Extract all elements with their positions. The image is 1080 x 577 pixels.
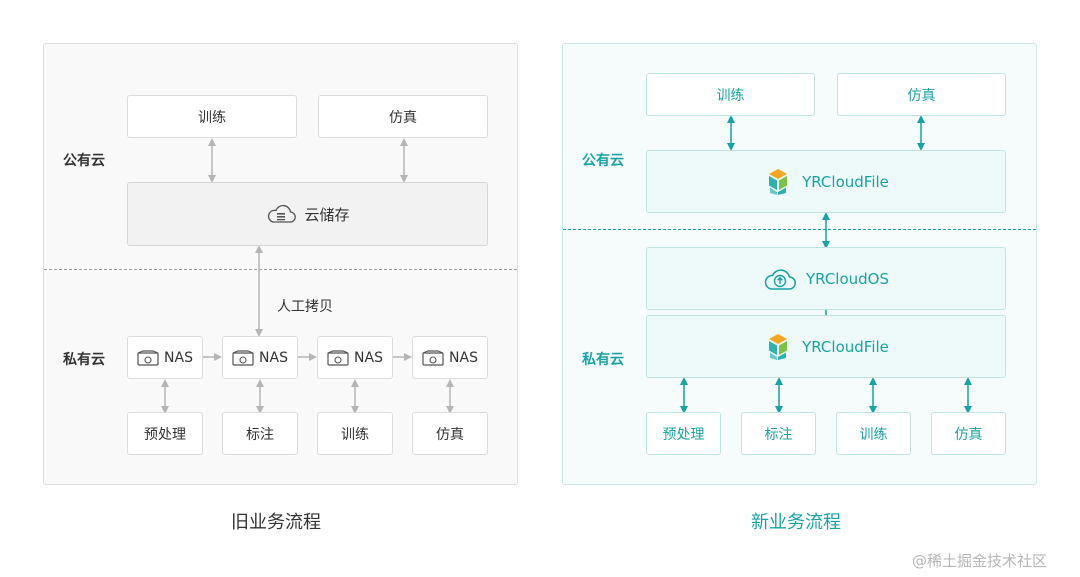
old-nas-box-1: NAS bbox=[127, 336, 203, 379]
old-manual-copy-label: 人工拷贝 bbox=[277, 299, 333, 315]
new-cloudfile-private-label: YRCloudFile bbox=[802, 337, 889, 356]
yrcloudfile-logo-icon bbox=[763, 167, 793, 197]
new-cloudos-label: YRCloudOS bbox=[805, 269, 889, 288]
old-train-label: 训练 bbox=[198, 109, 226, 126]
new-sim-label: 仿真 bbox=[907, 87, 936, 104]
old-train-box: 训练 bbox=[127, 95, 297, 138]
new-cloudos-box: YRCloudOS bbox=[646, 247, 1006, 310]
yrcloudfile-logo-icon bbox=[763, 332, 793, 362]
new-sim-box: 仿真 bbox=[837, 73, 1006, 116]
new-cloudfile-public-box: YRCloudFile bbox=[646, 150, 1006, 213]
old-cloud-divider bbox=[44, 269, 517, 270]
new-task-box-4: 仿真 bbox=[931, 412, 1006, 455]
old-nas-label-4: NAS bbox=[449, 349, 478, 366]
old-sim-label: 仿真 bbox=[389, 109, 417, 126]
old-flow-caption: 旧业务流程 bbox=[231, 512, 321, 533]
old-nas-label-2: NAS bbox=[259, 349, 288, 366]
new-task-label-4: 仿真 bbox=[954, 426, 983, 443]
old-task-box-2: 标注 bbox=[222, 412, 298, 455]
old-task-label-1: 预处理 bbox=[144, 426, 186, 443]
old-task-label-4: 仿真 bbox=[436, 426, 464, 443]
new-flow-caption: 新业务流程 bbox=[751, 512, 841, 533]
nas-icon bbox=[327, 349, 349, 366]
new-task-box-1: 预处理 bbox=[646, 412, 721, 455]
new-cloudfile-public-label: YRCloudFile bbox=[802, 172, 889, 191]
old-nas-label-1: NAS bbox=[164, 349, 193, 366]
old-nas-label-3: NAS bbox=[354, 349, 383, 366]
old-task-label-2: 标注 bbox=[246, 426, 274, 443]
nas-icon bbox=[137, 349, 159, 366]
new-cloud-divider bbox=[563, 229, 1036, 230]
new-cloudfile-private-box: YRCloudFile bbox=[646, 315, 1006, 378]
nas-icon bbox=[422, 349, 444, 366]
new-train-box: 训练 bbox=[646, 73, 815, 116]
nas-icon bbox=[232, 349, 254, 366]
new-task-label-2: 标注 bbox=[764, 426, 793, 443]
old-public-cloud-label: 公有云 bbox=[63, 153, 105, 169]
old-cloud-storage-box: 云储存 bbox=[127, 182, 488, 246]
new-task-box-2: 标注 bbox=[741, 412, 816, 455]
old-nas-box-2: NAS bbox=[222, 336, 298, 379]
old-cloud-storage-label: 云储存 bbox=[304, 205, 350, 224]
old-task-box-3: 训练 bbox=[317, 412, 393, 455]
cloud-storage-icon bbox=[265, 203, 297, 225]
old-task-box-4: 仿真 bbox=[412, 412, 488, 455]
old-sim-box: 仿真 bbox=[318, 95, 488, 138]
new-public-cloud-label: 公有云 bbox=[582, 153, 624, 169]
new-task-box-3: 训练 bbox=[836, 412, 911, 455]
old-task-box-1: 预处理 bbox=[127, 412, 203, 455]
watermark: @稀土掘金技术社区 bbox=[912, 552, 1048, 570]
cloud-upload-icon bbox=[763, 266, 797, 292]
old-private-cloud-label: 私有云 bbox=[63, 352, 105, 368]
old-nas-box-4: NAS bbox=[412, 336, 488, 379]
new-private-cloud-label: 私有云 bbox=[582, 352, 624, 368]
old-task-label-3: 训练 bbox=[341, 426, 369, 443]
new-task-label-1: 预处理 bbox=[662, 426, 705, 443]
old-nas-box-3: NAS bbox=[317, 336, 393, 379]
new-task-label-3: 训练 bbox=[859, 426, 888, 443]
new-train-label: 训练 bbox=[716, 87, 745, 104]
